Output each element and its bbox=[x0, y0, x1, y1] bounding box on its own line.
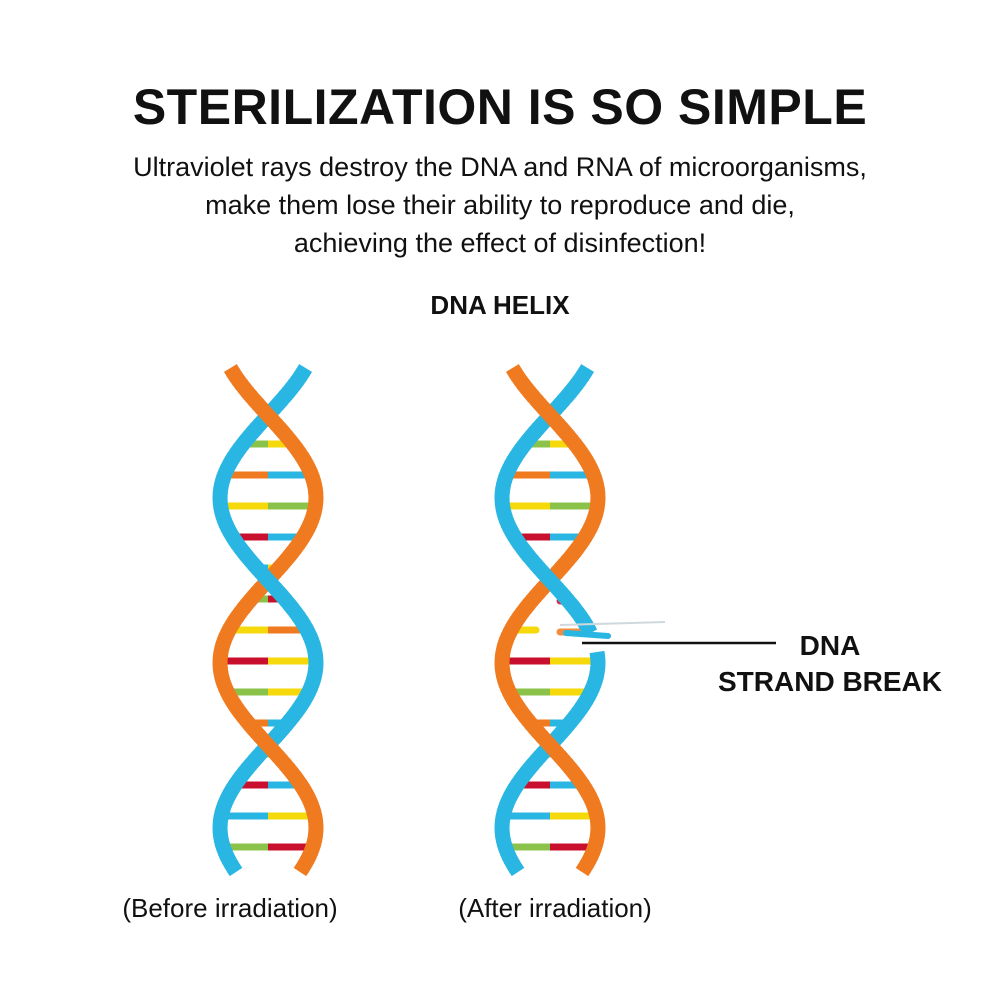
orange-strand-segment bbox=[261, 738, 277, 755]
break-marker bbox=[559, 621, 666, 626]
blue-strand-segment bbox=[262, 574, 278, 591]
blue-strand-segment bbox=[509, 863, 525, 877]
blue-strand-segment bbox=[296, 364, 313, 377]
caption-before: (Before irradiation) bbox=[122, 893, 338, 923]
blue-strand-segment bbox=[544, 574, 560, 591]
caption-after: (After irradiation) bbox=[458, 893, 652, 923]
blue-strand-segment bbox=[227, 863, 243, 877]
subtitle: Ultraviolet rays destroy the DNA and RNA… bbox=[60, 148, 940, 262]
subtitle-line-3: achieving the effect of disinfection! bbox=[293, 228, 707, 258]
subtitle-line-1: Ultraviolet rays destroy the DNA and RNA… bbox=[133, 152, 867, 182]
strand-break-label-line-2: STRAND BREAK bbox=[718, 666, 942, 697]
blue-strand-segment bbox=[578, 364, 595, 377]
strand-break-label-line-1: DNA bbox=[799, 630, 861, 661]
diagram-heading: DNA HELIX bbox=[430, 290, 570, 320]
orange-strand-segment bbox=[543, 738, 559, 755]
broken-fragment bbox=[563, 630, 611, 639]
helix-before-irradiation bbox=[212, 364, 324, 877]
orange-strand-segment bbox=[263, 410, 279, 427]
blue-strand-segment bbox=[589, 650, 606, 659]
strand-break-label: DNA STRAND BREAK bbox=[700, 628, 960, 700]
page-title: STERILIZATION IS SO SIMPLE bbox=[132, 79, 868, 135]
helix-after-irradiation bbox=[494, 364, 666, 877]
subtitle-line-2: make them lose their ability to reproduc… bbox=[205, 190, 795, 220]
orange-strand-segment bbox=[545, 410, 561, 427]
